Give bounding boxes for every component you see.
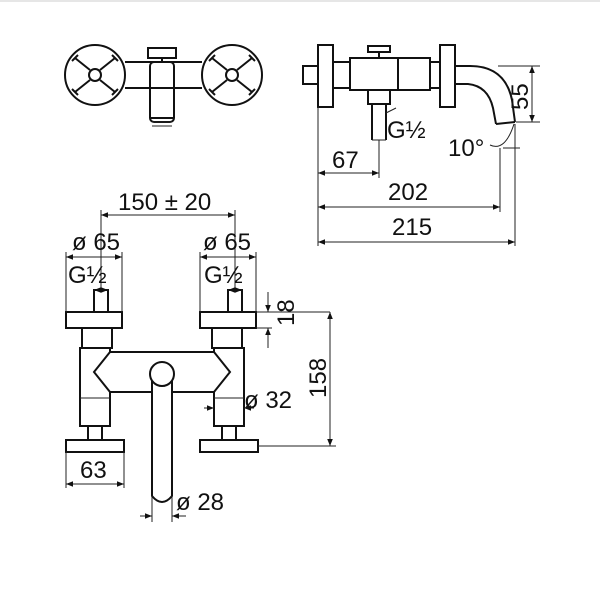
g-half-side-label: G½ — [387, 117, 426, 144]
front-spout — [151, 379, 173, 503]
dia32-label: ø 32 — [244, 387, 292, 414]
right-handle-disc — [201, 44, 263, 106]
top-body-bar — [125, 61, 202, 89]
g-half-left-label: G½ — [68, 262, 107, 289]
curved-spout — [455, 65, 516, 123]
left-handle-cross — [71, 54, 119, 96]
dim-67-label: 67 — [332, 147, 359, 174]
diverter-knob — [147, 47, 177, 59]
g-half-right-label: G½ — [204, 262, 243, 289]
top-view — [64, 44, 263, 127]
right-handle-cross — [208, 54, 256, 96]
top-border-line — [0, 0, 600, 2]
right-bottom-handle — [199, 439, 259, 453]
angle-10-label: 10° — [448, 135, 484, 162]
front-dimensions: 150 ± 20 ø 65 ø 65 G½ G½ 18 158 ø 32 — [65, 189, 336, 522]
side-view — [302, 44, 516, 141]
dim-202-label: 202 — [388, 179, 428, 206]
dim-158-label: 158 — [305, 358, 332, 398]
front-view — [65, 280, 259, 503]
wall-flange — [317, 44, 334, 108]
wall-connector — [302, 65, 319, 85]
top-spout — [149, 61, 175, 123]
dim-215-label: 215 — [392, 214, 432, 241]
left-wall-flange — [65, 311, 123, 329]
dim-63-label: 63 — [80, 457, 107, 484]
dia65-right-label: ø 65 — [203, 229, 251, 256]
side-handle-disc — [439, 44, 456, 108]
dim-55-label: 55 — [507, 83, 534, 110]
right-wall-flange — [199, 311, 257, 329]
front-diverter-knob — [149, 361, 175, 387]
dim-18-label: 18 — [273, 299, 300, 326]
left-bottom-handle — [65, 439, 125, 453]
dim-centers-label: 150 ± 20 — [118, 189, 211, 216]
side-dimensions: G½ 55 10° 67 202 215 — [317, 65, 540, 246]
side-body — [349, 57, 431, 91]
left-handle-disc — [64, 44, 126, 106]
dia65-left-label: ø 65 — [72, 229, 120, 256]
dia28-label: ø 28 — [176, 489, 224, 516]
